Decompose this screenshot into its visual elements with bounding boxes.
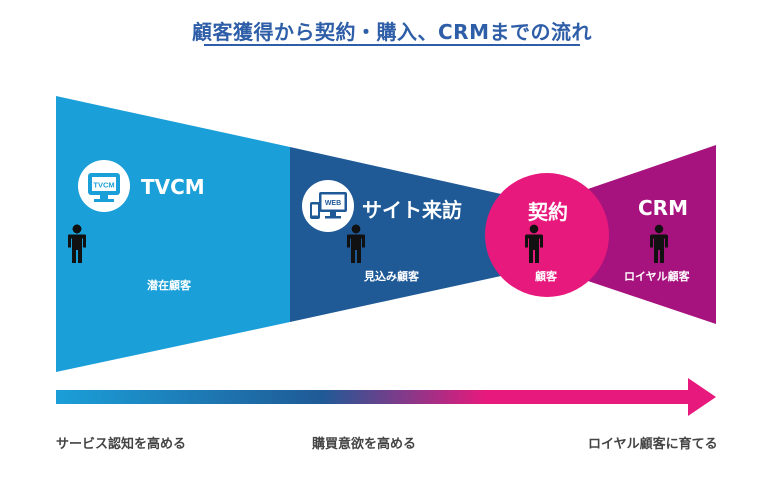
person-icon bbox=[650, 224, 668, 263]
stage-contract-sub: 顧客 bbox=[535, 270, 557, 283]
stage-site-visit-sub: 見込み顧客 bbox=[364, 270, 419, 283]
progress-arrow-shaft bbox=[56, 390, 690, 404]
stage-crm-shape bbox=[585, 145, 716, 324]
progress-arrow-head bbox=[688, 378, 716, 416]
stage-crm-sub: ロイヤル顧客 bbox=[624, 270, 690, 283]
web-device-icon: WEB bbox=[310, 192, 347, 219]
stage-contract-title: 契約 bbox=[528, 200, 568, 224]
web-icon-badge: WEB bbox=[302, 180, 354, 232]
person-icon bbox=[68, 224, 86, 263]
arrow-label-loyalty: ロイヤル顧客に育てる bbox=[588, 437, 718, 452]
stage-site-visit-title: サイト来訪 bbox=[362, 198, 462, 222]
tv-icon-text: TVCM bbox=[93, 181, 114, 190]
person-icon bbox=[347, 224, 365, 263]
arrow-label-awareness: サービス認知を高める bbox=[56, 437, 187, 452]
person-icon bbox=[525, 224, 543, 263]
stage-site-visit-shape bbox=[290, 147, 510, 322]
web-icon-text: WEB bbox=[325, 200, 341, 207]
stage-tvcm-shape bbox=[56, 96, 290, 372]
stage-crm-title: CRM bbox=[638, 196, 688, 220]
page-title: 顧客獲得から契約・購入、CRMまでの流れ bbox=[192, 20, 592, 44]
tv-icon-badge: TVCM bbox=[78, 160, 130, 212]
tv-icon: TVCM bbox=[88, 173, 120, 202]
title-underline bbox=[204, 44, 580, 46]
stage-tvcm-sub: 潜在顧客 bbox=[147, 279, 191, 292]
arrow-label-purchase-intent: 購買意欲を高める bbox=[312, 437, 417, 452]
stage-tvcm-title: TVCM bbox=[141, 175, 205, 199]
stage-contract-shape bbox=[485, 173, 609, 297]
